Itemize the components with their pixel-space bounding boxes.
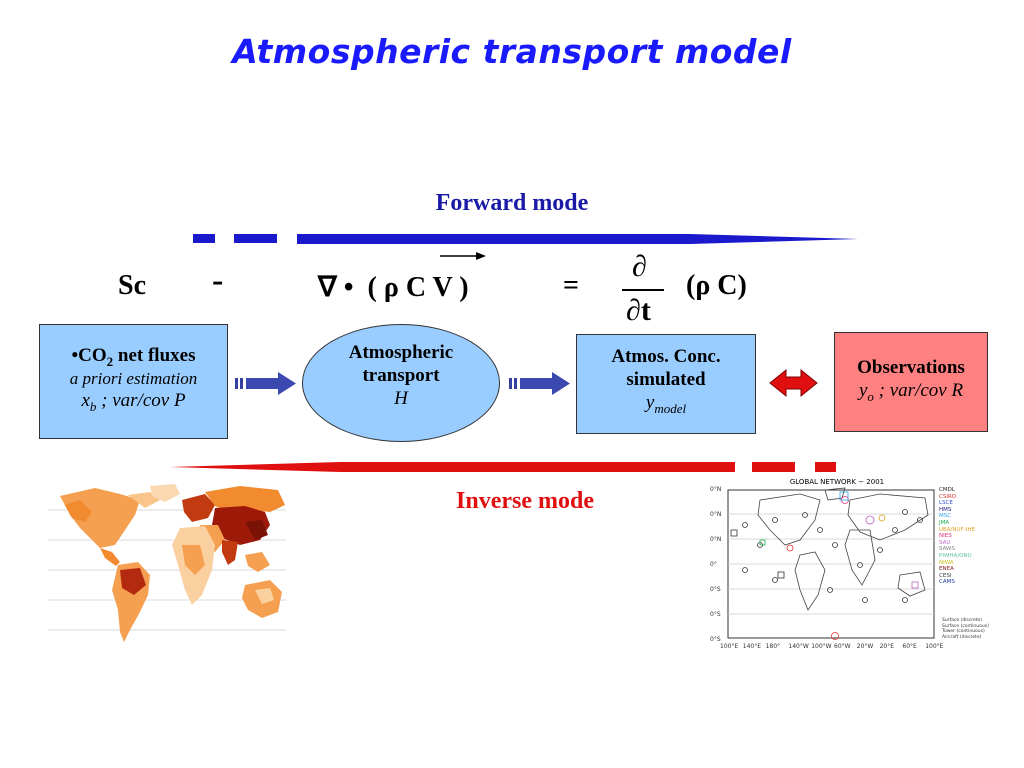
forward-arrow-dash [193, 234, 215, 243]
network-type-legend: Surface (discrete)Surface (continuous)To… [942, 618, 989, 640]
equation-divergence-term: ∇ • ( ρ C V ) [318, 272, 469, 303]
observations-box: Observations yo ; var/cov R [834, 332, 988, 432]
inverse-mode-label: Inverse mode [456, 488, 594, 514]
equation-minus: - [212, 262, 224, 299]
legend-entry: MSC [939, 513, 952, 520]
global-network-map [698, 478, 954, 658]
fluxes-variable: xb ; var/cov P [81, 389, 186, 414]
legend-entry: CESI [939, 572, 952, 579]
lon-label: 100°E [720, 643, 739, 650]
lon-label: 20°W [856, 643, 874, 650]
lat-label: 0°S [710, 636, 721, 643]
flux-world-map [48, 484, 286, 658]
lon-label: 60°W [834, 643, 851, 650]
lon-label: 100°E [925, 643, 944, 650]
transport-line2: transport [362, 364, 440, 386]
simulated-variable: ymodel [645, 391, 687, 416]
legend-entry: CMDL [939, 487, 955, 493]
equation-density-term: (ρ C) [686, 270, 747, 301]
forward-arrow [193, 234, 858, 244]
lon-label: 20°E [879, 643, 895, 650]
forward-arrow-dash [234, 234, 277, 243]
inverse-arrow-dash [752, 462, 795, 472]
observations-variable: yo ; var/cov R [858, 379, 964, 404]
legend-entry: PIWHA/ONU [939, 552, 972, 559]
legend-entry: LSCE [939, 500, 953, 507]
forward-mode-label: Forward mode [435, 190, 589, 216]
legend-entry: UBA/NUF-IHE [939, 526, 975, 533]
lon-label: 60°E [902, 643, 917, 650]
transport-line1: Atmospheric [348, 342, 454, 363]
simulated-line1: Atmos. Conc. [611, 346, 721, 367]
lat-label: 0°N [710, 511, 722, 518]
equation-equals: = [563, 270, 579, 301]
legend-entry: CSIRO [939, 493, 957, 500]
legend-type-entry: Surface (continuous) [942, 623, 989, 629]
fluxes-box: •CO2 net fluxes a priori estimation xb ;… [39, 324, 228, 439]
observations-title: Observations [857, 357, 965, 378]
vector-arrow [440, 252, 486, 260]
equation-partial-numerator: ∂ [632, 250, 647, 283]
lat-label: 0°S [710, 611, 721, 618]
inverse-arrow [170, 462, 836, 472]
inverse-arrow-dash [815, 462, 836, 472]
lat-label: 0° [710, 561, 717, 568]
lat-label: 0°N [710, 486, 722, 493]
inverse-arrow-head [170, 462, 735, 472]
page-title: Atmospheric transport model [232, 32, 792, 71]
transport-ellipse: Atmospheric transport H [302, 324, 500, 442]
lon-label: 140°E [742, 643, 762, 650]
compare-double-arrow [769, 368, 818, 398]
legend-entry: ENEA [939, 566, 954, 573]
legend-entry: NIES [939, 533, 952, 540]
fluxes-title: •CO2 net fluxes [71, 345, 196, 369]
equation-partial-denominator: ∂t [626, 294, 651, 327]
legend-entry: SAWS [939, 546, 955, 553]
transport-operator: H [394, 387, 408, 409]
simulated-line2: simulated [626, 368, 706, 390]
legend-entry: JMA [939, 519, 950, 526]
legend-entry: SAU [939, 539, 951, 546]
lat-label: 0°N [710, 536, 722, 543]
forward-arrow-head [297, 234, 858, 244]
legend-entry: CAMS [939, 579, 955, 586]
legend-type-entry: Surface (discrete) [942, 618, 983, 623]
legend-type-entry: Aircraft (discrete) [942, 634, 982, 640]
network-map-title: GLOBAL NETWORK − 2001 [789, 478, 885, 486]
legend-entry: NIWA [939, 559, 954, 566]
simulated-box: Atmos. Conc. simulated ymodel [576, 334, 756, 434]
lon-label: 140°W [788, 643, 809, 650]
flux-to-transport-arrow [235, 372, 296, 395]
lat-label: 0°S [710, 586, 721, 593]
lon-label: 180° [765, 643, 781, 650]
lon-label: 100°W [811, 643, 832, 650]
legend-entry: HMS [939, 506, 952, 513]
transport-to-simulated-arrow [509, 372, 570, 395]
legend-type-entry: Tower (continuous) [942, 629, 985, 634]
equation-source-term: Sc [118, 270, 146, 301]
fluxes-subtitle: a priori estimation [69, 369, 198, 389]
